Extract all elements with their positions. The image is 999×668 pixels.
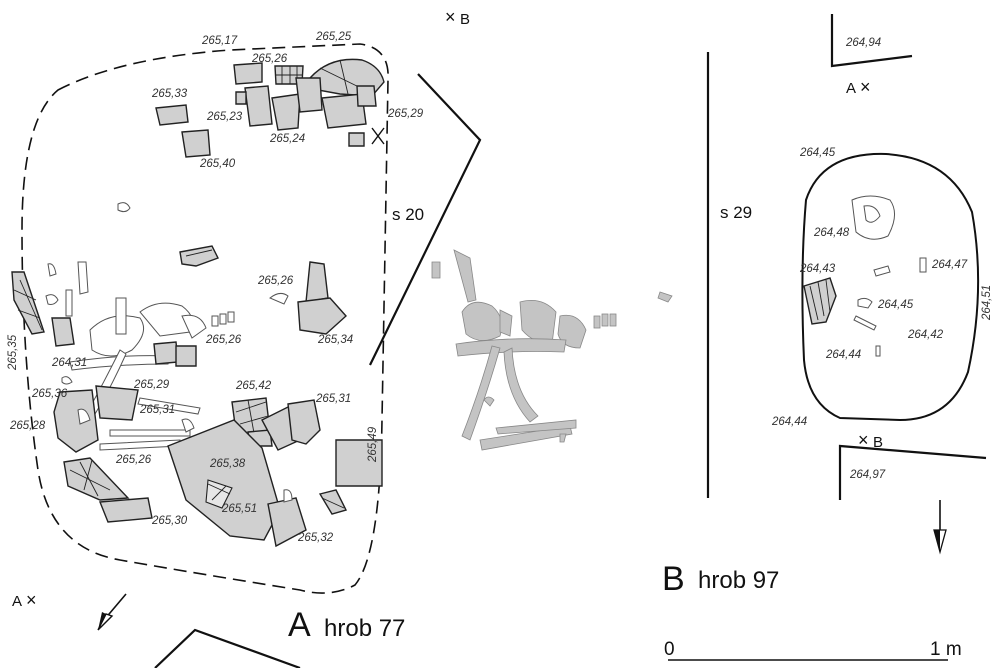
- section-label-s29: s 29: [720, 203, 752, 222]
- elevation-label: 265,35: [7, 334, 19, 371]
- elevation-label: 265,26: [115, 454, 152, 466]
- grey-skeleton: [431, 249, 673, 451]
- cross-marker-icon: ×: [858, 430, 869, 450]
- north-arrow-icon: [933, 500, 947, 555]
- elevation-label: 265,31: [315, 393, 351, 405]
- plan-b-title: hrob 97: [698, 567, 779, 594]
- elevation-labels-b: 264,94 264,45 264,48 264,43 264,47 264,4…: [771, 37, 993, 481]
- cross-marker-icon: ×: [26, 590, 37, 610]
- marker-b-plan-a: × B: [445, 7, 470, 28]
- elevation-label: 265,26: [205, 334, 242, 346]
- marker-a-plan-a: A ×: [12, 590, 37, 610]
- cross-marker-icon: ×: [445, 7, 456, 27]
- plan-a-title-letter: A: [288, 606, 311, 644]
- elevation-label: 264,47: [931, 259, 968, 271]
- north-arrow-icon: [97, 593, 127, 631]
- elevation-label: 264,51: [981, 285, 993, 321]
- elevation-label: 265,29: [133, 379, 170, 391]
- elevation-label: 264,48: [813, 227, 850, 239]
- section-label-s20: s 20: [392, 205, 424, 224]
- section-line-s20: [369, 73, 482, 366]
- elevation-label: 265,32: [297, 532, 334, 544]
- elevation-label: 264,43: [799, 263, 836, 275]
- cross-marker-icon: ×: [860, 77, 871, 97]
- elevation-label: 265,26: [257, 275, 294, 287]
- scale-start-label: 0: [664, 639, 675, 660]
- elevation-label: 265,31: [139, 404, 175, 416]
- cross-marker-icon: [371, 127, 385, 145]
- section-line-bottom: [154, 628, 301, 668]
- wall-top: [830, 14, 913, 68]
- stones-top: [155, 58, 385, 158]
- plan-a-title: hrob 77: [324, 615, 405, 642]
- elevation-label: 265,36: [31, 388, 68, 400]
- elevation-label: 264,44: [825, 349, 861, 361]
- plan-b: 264,94 264,45 264,48 264,43 264,47 264,4…: [662, 14, 993, 598]
- marker-b-label: B: [873, 434, 883, 451]
- elevation-label: 264,45: [877, 299, 914, 311]
- elevation-label: 265,24: [269, 133, 305, 145]
- grave-outline-b: [801, 152, 980, 422]
- elevation-label: 265,40: [199, 158, 236, 170]
- skeleton-a: [61, 297, 235, 451]
- elevation-label: 264,97: [849, 469, 886, 481]
- marker-a-label: A: [846, 80, 856, 97]
- elevation-label: 265,51: [221, 503, 257, 515]
- elevation-labels-a: 265,17 265,25 265,26 265,33 265,23 265,2…: [7, 31, 424, 544]
- elevation-label: 264,31: [51, 357, 87, 369]
- elevation-label: 264,45: [799, 147, 836, 159]
- elevation-label: 265,30: [151, 515, 188, 527]
- plan-a: 265,17 265,25 265,26 265,33 265,23 265,2…: [7, 7, 482, 668]
- marker-a-label: A: [12, 593, 22, 610]
- elevation-label: 265,42: [235, 380, 272, 392]
- elevation-label: 265,38: [209, 458, 246, 470]
- elevation-label: 265,29: [387, 108, 424, 120]
- scale-end-label: 1 m: [930, 639, 962, 660]
- elevation-label: 264,94: [845, 37, 881, 49]
- elevation-label: 265,49: [367, 426, 379, 463]
- marker-a-plan-b: A ×: [846, 77, 871, 97]
- elevation-label: 264,42: [907, 329, 944, 341]
- elevation-label: 265,17: [201, 35, 238, 47]
- marker-b-label: B: [460, 11, 470, 28]
- scale-bar: 0 1 m: [664, 639, 962, 661]
- elevation-label: 265,34: [317, 334, 353, 346]
- wall-bottom: [838, 444, 987, 500]
- elevation-label: 265,25: [315, 31, 352, 43]
- elevation-label: 265,33: [151, 88, 188, 100]
- elevation-label: 265,28: [9, 420, 46, 432]
- marker-b-plan-b: × B: [858, 430, 883, 451]
- elevation-label: 265,26: [251, 53, 288, 65]
- plan-b-title-letter: B: [662, 560, 685, 598]
- elevation-label: 264,44: [771, 416, 807, 428]
- elevation-label: 265,23: [206, 111, 243, 123]
